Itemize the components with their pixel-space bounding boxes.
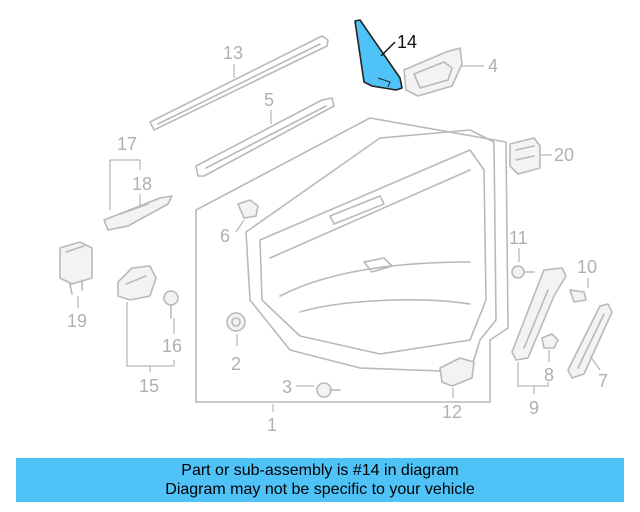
callout-11: 11: [509, 228, 528, 248]
callout-14: 14: [397, 32, 417, 52]
callout-19: 19: [67, 311, 87, 331]
callout-8: 8: [544, 365, 554, 385]
door-trim-parts-diagram: 13 5 14 4 17 18 19 15: [59, 19, 613, 435]
leader-9: [517, 362, 549, 387]
banner-line-1: Part or sub-assembly is #14 in diagram: [181, 462, 459, 479]
part-14-corner-trim[interactable]: [354, 19, 403, 91]
callout-6: 6: [220, 226, 230, 246]
banner-line-2: Diagram may not be specific to your vehi…: [165, 481, 475, 498]
callout-2: 2: [231, 354, 241, 374]
callout-13: 13: [223, 43, 243, 63]
callout-4: 4: [488, 56, 498, 76]
part-18-clip[interactable]: [103, 195, 173, 231]
part-15-housing[interactable]: [117, 265, 157, 301]
callout-5: 5: [264, 90, 274, 110]
callout-10: 10: [577, 257, 597, 277]
part-12-switch-bezel[interactable]: [439, 357, 475, 387]
callout-7: 7: [598, 371, 608, 391]
callout-1: 1: [267, 415, 277, 435]
part-11-screw[interactable]: [511, 265, 535, 279]
part-13-belt-molding[interactable]: [149, 35, 329, 131]
callout-17: 17: [117, 134, 137, 154]
part-10-bolt[interactable]: [569, 289, 587, 303]
callout-15: 15: [139, 376, 159, 396]
part-6-clip[interactable]: [237, 199, 259, 219]
leader-7: [589, 355, 601, 371]
leader-15: [126, 302, 175, 367]
part-20-switch[interactable]: [509, 137, 541, 175]
callout-3: 3: [282, 377, 292, 397]
part-2-fastener[interactable]: [226, 312, 246, 332]
part-9-pull-bracket[interactable]: [511, 267, 567, 361]
leader-6: [235, 219, 245, 233]
callout-16: 16: [162, 336, 182, 356]
part-7-cover-strip[interactable]: [567, 303, 613, 379]
part-3-push-clip[interactable]: [316, 382, 341, 398]
part-8-clip[interactable]: [541, 333, 559, 349]
info-banner: Part or sub-assembly is #14 in diagram D…: [16, 458, 624, 502]
callout-9: 9: [529, 398, 539, 418]
callout-18: 18: [132, 174, 152, 194]
part-4-inner-handle[interactable]: [403, 47, 463, 97]
leader-17-18: [109, 159, 141, 210]
part-16-pin[interactable]: [163, 290, 179, 319]
part-1-door-trim-panel[interactable]: [195, 117, 509, 403]
part-5-trim-strip[interactable]: [195, 97, 335, 177]
leader-14: [380, 41, 396, 57]
callout-12: 12: [442, 402, 462, 422]
callout-20: 20: [554, 145, 574, 165]
part-19-switch[interactable]: [59, 241, 93, 295]
